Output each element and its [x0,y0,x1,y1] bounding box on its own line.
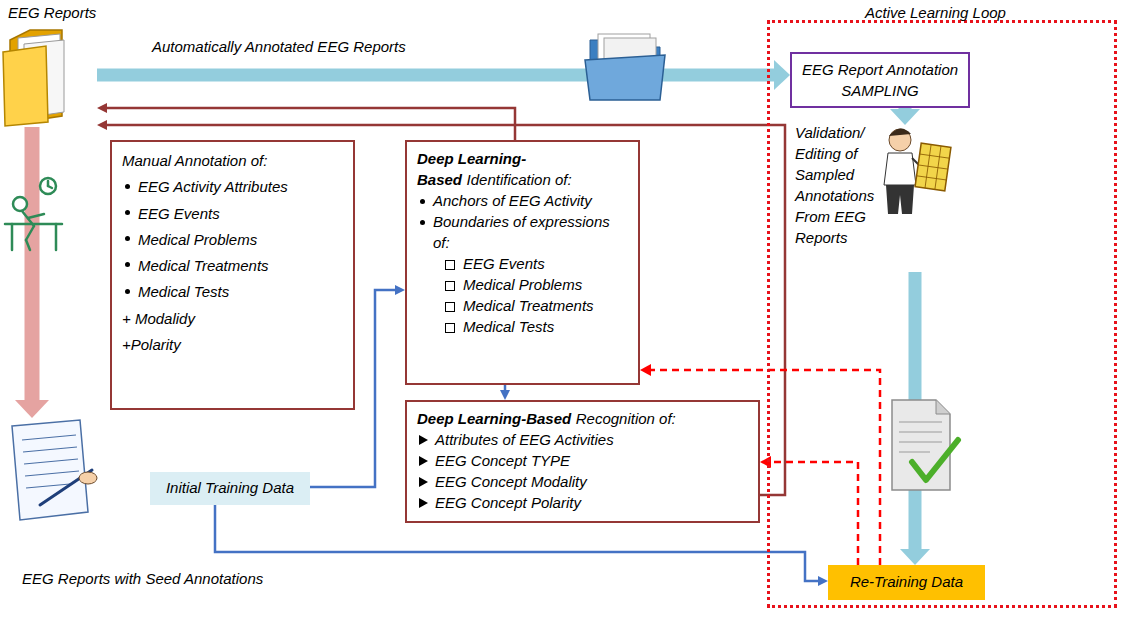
node-heading: Manual Annotation of: [122,148,343,174]
seed-annotated-document-icon [24,459,78,464]
annotator-at-desk-icon [13,197,27,211]
annotator-at-desk-icon [5,223,62,226]
list-item: Medical Problems [417,274,628,295]
annotator-at-desk-icon [28,214,44,218]
seed-annotated-document-icon [12,420,88,520]
annotator-at-desk-icon [11,224,14,250]
annotator-at-desk-icon [40,178,56,194]
blue-folder-icon [585,34,665,100]
list-item: Recognition of: [576,410,676,427]
validation-step: Validation/ Editing of Sampled Annotatio… [795,122,955,272]
sampling-box: EEG Report Annotation SAMPLING [790,52,970,108]
node-heading: EEG Report Annotation SAMPLING [798,59,962,101]
connector-arrow [771,462,858,565]
yellow-folder-icon [3,46,48,126]
training-data-box: Initial Training Data [150,472,310,505]
reviewer-with-chart-icon [884,153,916,185]
list-item: Medical Tests [122,279,343,305]
manual-annotation-box: Manual Annotation of:EEG Activity Attrib… [110,140,355,410]
connector-arrow [25,127,40,400]
recognition-box: Deep Learning-Based Recognition of: Attrib… [405,400,760,523]
validated-document-icon [936,400,950,414]
seed-annotated-document-icon [22,435,76,440]
seed-annotated-document-icon [25,471,79,476]
list-item: Medical Treatments [417,295,628,316]
text-holder: EEG Report Annotation SAMPLING [798,59,962,101]
list-item: EEG Concept Polarity [417,492,748,513]
reviewer-with-chart-icon [918,165,948,169]
loop-outline [767,20,1117,608]
validated-document-icon [899,421,942,423]
reviewer-with-chart-icon [917,176,947,180]
seed-annotated-document-icon [23,447,77,452]
validated-document-icon [899,431,942,433]
list-item: EEG Events [122,201,343,227]
list-item: EEG Events [417,253,628,274]
list-item: Anchors of EEG Activity [417,190,628,211]
blue-folder-icon [585,55,665,100]
annotator-at-desk-icon [48,186,52,188]
node-heading: EEG Reports with Seed Annotations [22,568,342,589]
reviewer-with-chart-icon [889,129,911,151]
connector-arrow [97,69,774,82]
list-item: Attributes of EEG Activities [417,429,748,450]
reviewer-with-chart-icon [886,185,914,214]
identification-box: Deep Learning-BasedIdentification of:Anc… [405,140,640,385]
validated-document-icon [912,440,958,480]
loop-region: Active Learning LoopEEG Report Annotatio… [767,2,1117,608]
connector-arrow [504,385,507,390]
seed-annotated-document-icon [26,484,70,488]
annotator-at-desk-icon [5,178,62,250]
node-heading: EEG Reports [2,2,97,23]
list-item: Medical Treatments [122,253,343,279]
list-item: Identification of: [467,171,572,188]
list-item: Medical Tests [417,316,628,337]
list-item: Medical Problems [122,227,343,253]
node-heading: Re-Training Data [836,571,977,592]
validated-document-icon [899,451,930,453]
validated-document-icon [899,441,942,443]
reviewer-with-chart-icon [889,128,911,136]
list-item: Boundaries of expressions of: [417,211,628,253]
node-heading: Active Learning Loop [767,2,1117,23]
edge-label: Automatically Annotated EEG Reports [150,36,408,57]
yellow-folder-icon [3,30,64,126]
node-heading: Initial Training Data [156,477,304,498]
validated-document-icon [892,400,958,490]
list-item: + Modalidy [122,306,343,332]
annotator-at-desk-icon [55,224,58,250]
reviewer-with-chart-icon [915,143,951,191]
seed-annotated-document-icon [79,472,97,484]
folder-node: EEG Reports [2,2,97,127]
list-item: EEG Activity Attributes [122,174,343,200]
reviewer-with-chart-icon [935,146,941,190]
reviewer-with-chart-icon [920,154,950,158]
annotator-at-desk-icon [26,226,34,240]
validated-document-icon [899,422,942,452]
reviewer-with-chart-icon [925,145,931,189]
reviewer-with-chart-icon [915,143,951,191]
connector-arrow [899,108,912,109]
reviewer-with-chart-icon [884,128,951,214]
annotator-at-desk-icon [26,240,30,250]
seed-document-node: EEG Reports with Seed Annotations [2,418,342,603]
seed-annotated-document-icon [22,435,79,488]
list-item: EEG Concept TYPE [417,450,748,471]
retraining-box: Re-Training Data [828,565,985,600]
node-heading: Validation/ Editing of Sampled Annotatio… [795,122,879,248]
list-item: EEG Concept Modality [417,471,748,492]
seed-annotated-document-icon [12,420,97,520]
list-item: +Polarity [122,332,343,358]
node-heading: Deep Learning-Based [417,410,571,427]
